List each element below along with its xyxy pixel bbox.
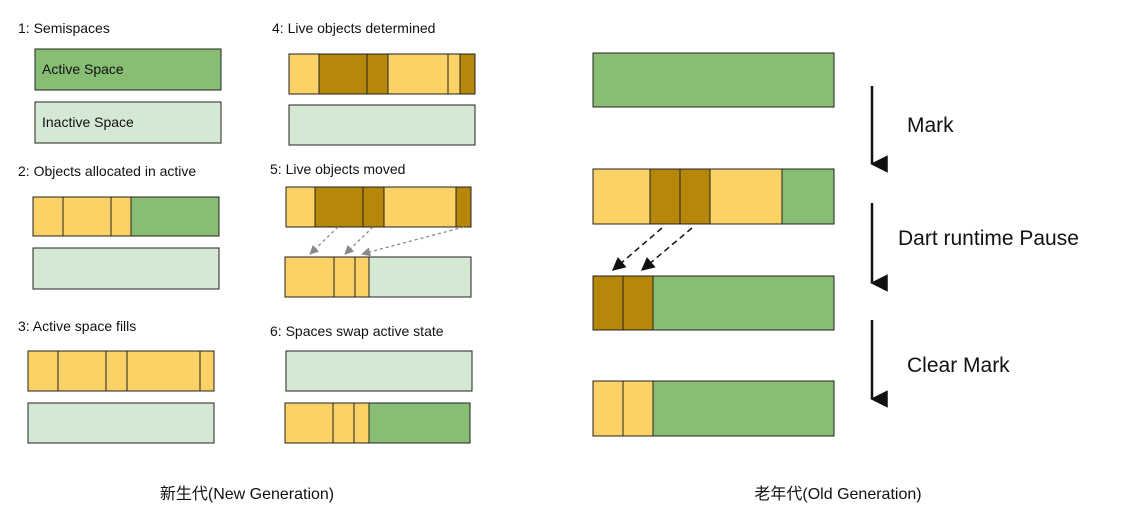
cleared-object xyxy=(622,380,654,437)
allocated-object xyxy=(284,402,334,444)
allocated-object xyxy=(353,402,370,444)
step-1-label: 1: Semispaces xyxy=(18,20,110,36)
live-object xyxy=(366,53,389,95)
step-1-active-space: Active Space xyxy=(34,48,222,91)
allocated-object xyxy=(27,350,59,392)
move-arrow xyxy=(344,226,374,255)
new-generation-caption: 新生代(New Generation) xyxy=(160,485,334,503)
phase-mark-label: Mark xyxy=(907,114,954,137)
step-6-inactive-space xyxy=(285,350,473,392)
step-5-from-space xyxy=(285,186,472,228)
step-5-move-arrows xyxy=(309,226,465,257)
step-3-label: 3: Active space fills xyxy=(18,318,136,334)
old-gen-cleared-space xyxy=(592,380,835,437)
step-6-label: 6: Spaces swap active state xyxy=(270,323,444,339)
move-arrow xyxy=(309,226,339,255)
free-space xyxy=(781,168,835,225)
move-arrow xyxy=(361,226,465,257)
step-5-label: 5: Live objects moved xyxy=(270,161,405,177)
marked-object xyxy=(649,168,681,225)
live-object xyxy=(455,186,472,228)
live-object xyxy=(362,186,385,228)
inactive-space-label: Inactive Space xyxy=(42,114,134,130)
marked-object xyxy=(679,168,711,225)
old-generation-caption: 老年代(Old Generation) xyxy=(754,485,921,503)
step-4-active-space xyxy=(288,53,476,95)
old-gen-compact-arrows xyxy=(611,227,693,271)
step-6-active-space xyxy=(284,402,471,444)
live-object xyxy=(314,186,364,228)
step-1-inactive-space: Inactive Space xyxy=(34,101,222,144)
marked-object xyxy=(592,275,624,331)
moved-object xyxy=(333,256,356,298)
phase-pause-label: Dart runtime Pause xyxy=(898,227,1079,250)
step-4-inactive-space xyxy=(288,104,476,146)
dead-object xyxy=(383,186,457,228)
allocated-object xyxy=(126,350,201,392)
moved-object xyxy=(284,256,335,298)
allocated-object xyxy=(57,350,107,392)
compact-arrow xyxy=(611,227,663,271)
allocated-object xyxy=(110,196,132,237)
moved-object xyxy=(354,256,370,298)
active-space-label: Active Space xyxy=(42,61,124,77)
allocated-object xyxy=(105,350,128,392)
old-gen-compacted-space xyxy=(592,275,835,331)
step-3-inactive-space xyxy=(27,402,215,444)
old-gen-marked-space xyxy=(592,168,835,225)
step-3-active-space xyxy=(27,350,215,392)
unmarked-object xyxy=(709,168,783,225)
allocated-object xyxy=(199,350,215,392)
free-space xyxy=(652,275,835,331)
step-4-label: 4: Live objects determined xyxy=(272,20,435,36)
dead-object xyxy=(447,53,461,95)
allocated-object xyxy=(32,196,64,237)
compact-arrow xyxy=(640,227,693,271)
step-2-inactive-space xyxy=(32,247,220,290)
dead-object xyxy=(285,186,316,228)
unmarked-object xyxy=(592,168,651,225)
free-space xyxy=(652,380,835,437)
free-space xyxy=(368,402,471,444)
step-2-label: 2: Objects allocated in active xyxy=(18,163,196,179)
free-space xyxy=(368,256,472,298)
dead-object xyxy=(387,53,449,95)
allocated-object xyxy=(332,402,355,444)
phase-clear-mark-label: Clear Mark xyxy=(907,354,1010,377)
allocated-object xyxy=(62,196,112,237)
step-5-to-space xyxy=(284,256,472,298)
live-object xyxy=(318,53,368,95)
old-gen-initial-space xyxy=(592,52,835,108)
cleared-object xyxy=(592,380,624,437)
step-2-active-space xyxy=(32,196,220,237)
live-object xyxy=(459,53,476,95)
dead-object xyxy=(288,53,320,95)
marked-object xyxy=(622,275,654,331)
free-space xyxy=(130,196,220,237)
